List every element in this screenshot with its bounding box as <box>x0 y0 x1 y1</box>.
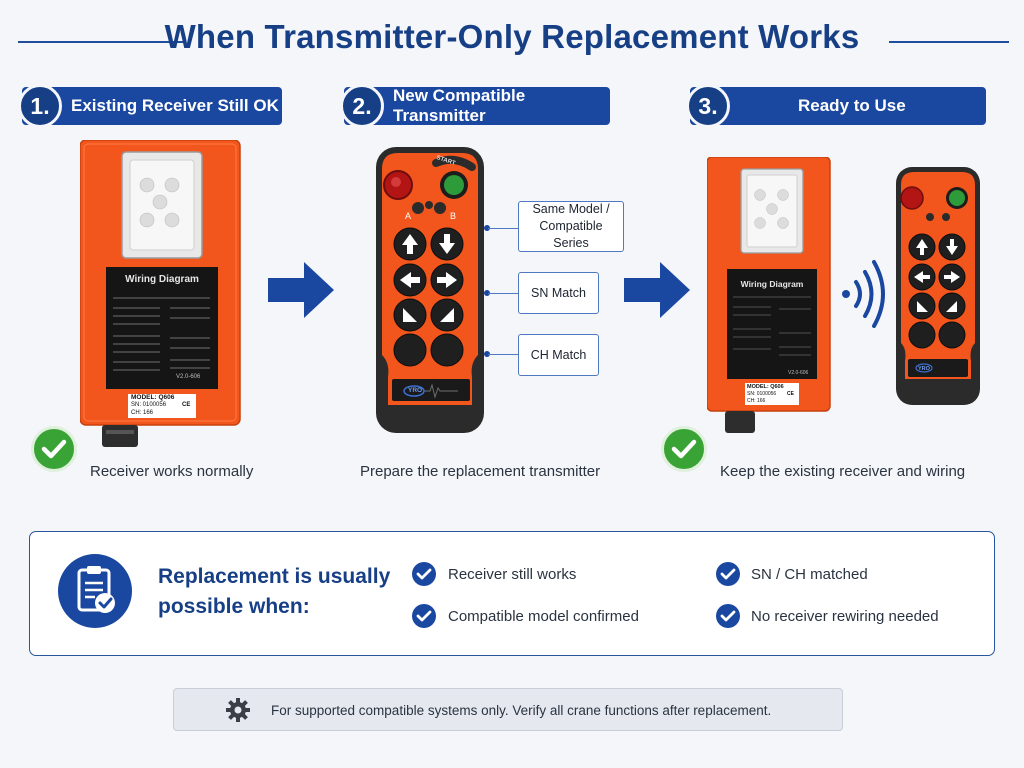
callout-3-leader <box>488 354 518 355</box>
step-2-number: 2. <box>340 84 384 128</box>
check-circle-icon <box>31 426 77 472</box>
step-3-banner: 3. Ready to Use <box>686 84 986 128</box>
receiver-unit <box>80 140 241 447</box>
callout-same-model: Same Model / Compatible Series <box>518 201 624 252</box>
step-1-number: 1. <box>18 84 62 128</box>
step-3-caption: Keep the existing receiver and wiring <box>720 463 966 480</box>
receiver-ce-mark: CE <box>182 402 191 408</box>
callout-sn-match: SN Match <box>518 272 599 314</box>
receiver-installed-model: MODEL: Q606 <box>747 384 784 390</box>
condition-no-rewiring: No receiver rewiring needed <box>751 608 939 625</box>
conditions-heading: Replacement is usually possible when: <box>158 565 391 618</box>
transmitter-button-b-label: B <box>450 211 457 221</box>
step-1-banner: 1. Existing Receiver Still OK <box>18 84 282 128</box>
title-rule-right <box>889 41 1009 43</box>
callout-3-dot <box>484 351 490 357</box>
gear-icon <box>226 698 250 722</box>
receiver-sn: SN: 0100056 <box>131 402 167 408</box>
footer-note-box <box>173 688 843 731</box>
callout-2-leader <box>488 293 518 294</box>
arrow-right-icon <box>624 262 690 318</box>
transmitter-unit <box>376 147 484 433</box>
step-2-caption: Prepare the replacement transmitter <box>360 463 601 480</box>
conditions-panel <box>29 531 995 656</box>
step-3-number: 3. <box>686 84 730 128</box>
receiver-label-version: V2.0-606 <box>176 374 201 380</box>
clipboard-check-icon <box>58 554 132 628</box>
condition-model-confirmed: Compatible model confirmed <box>448 608 639 625</box>
transmitter-button-a-label: A <box>405 211 412 221</box>
transmitter-brand: YRO <box>408 387 423 394</box>
check-icon <box>716 562 740 586</box>
callout-2-dot <box>484 290 490 296</box>
step-1-caption: Receiver works normally <box>90 463 254 480</box>
footer-note: For supported compatible systems only. V… <box>271 703 772 718</box>
callout-1-leader <box>488 228 518 229</box>
receiver-installed-label-title: Wiring Diagram <box>740 279 804 289</box>
transmitter-paired-brand: YRO <box>918 366 930 372</box>
transmitter-unit-paired <box>896 167 980 405</box>
receiver-label-title: Wiring Diagram <box>125 274 199 285</box>
callout-1-dot <box>484 225 490 231</box>
receiver-installed-version: V2.0-606 <box>788 370 809 376</box>
condition-sn-ch-matched: SN / CH matched <box>751 566 868 583</box>
step-1-label: Existing Receiver Still OK <box>71 96 279 115</box>
receiver-model: MODEL: Q606 <box>131 394 175 401</box>
check-icon <box>716 604 740 628</box>
receiver-installed-sn: SN: 0100056 <box>747 391 777 397</box>
receiver-unit-installed <box>707 157 831 433</box>
step-2-label: New Compatible Transmitter <box>393 86 526 125</box>
receiver-ch: CH: 166 <box>131 410 154 416</box>
page-title: When Transmitter-Only Replacement Works <box>164 18 860 55</box>
check-icon <box>412 604 436 628</box>
receiver-installed-ch: CH: 166 <box>747 398 766 404</box>
step-2-banner: 2. New Compatible Transmitter <box>340 84 610 128</box>
arrow-right-icon <box>268 262 334 318</box>
check-circle-icon <box>661 426 707 472</box>
callout-ch-match: CH Match <box>518 334 599 376</box>
condition-receiver-works: Receiver still works <box>448 566 577 583</box>
title-rule-left <box>18 41 184 43</box>
wireless-signal-icon <box>842 260 885 328</box>
receiver-installed-ce-mark: CE <box>787 391 794 397</box>
step-3-label: Ready to Use <box>798 96 906 115</box>
check-icon <box>412 562 436 586</box>
